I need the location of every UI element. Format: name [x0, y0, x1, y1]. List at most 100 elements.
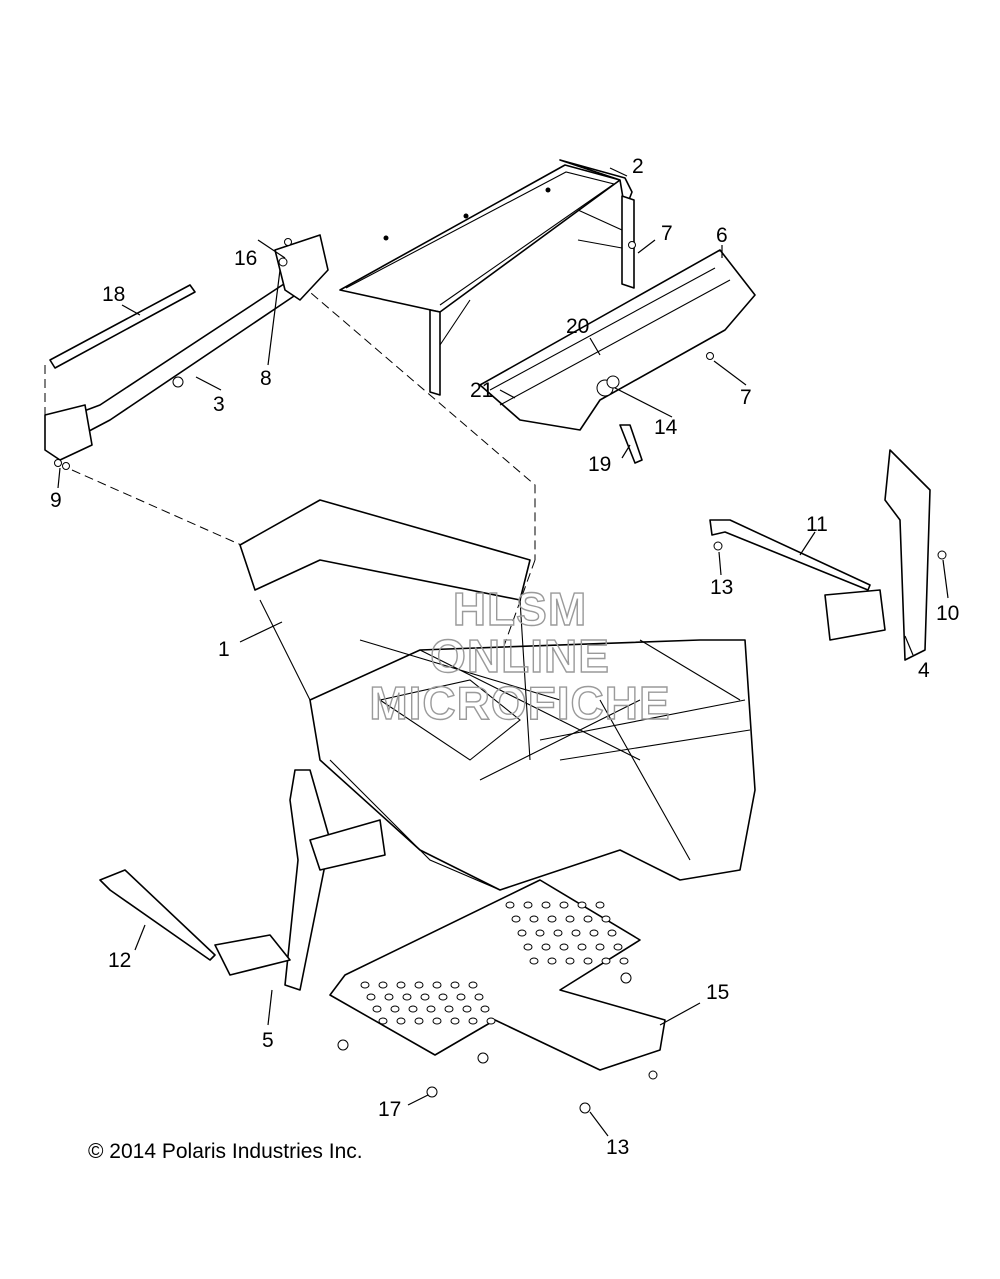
skid-plate-hole — [438, 993, 448, 1001]
skid-plate-hole — [607, 929, 617, 937]
skid-plate-hole — [468, 1017, 478, 1025]
part-left-rear-brace — [44, 234, 329, 461]
callout-5: 5 — [262, 1029, 274, 1052]
skid-plate-hole — [474, 993, 484, 1001]
skid-plate-hole — [547, 915, 557, 923]
skid-plate-hole — [480, 1005, 490, 1013]
skid-plate-hole — [462, 1005, 472, 1013]
callout-1: 1 — [218, 638, 230, 661]
watermark-line-1: HLSM — [453, 583, 587, 635]
skid-plate-hole — [619, 957, 629, 965]
callout-14: 14 — [654, 416, 678, 439]
fasteners — [54, 238, 947, 1114]
part-right-bar — [709, 519, 871, 591]
skid-plate-hole — [450, 981, 460, 989]
skid-plate-hole — [595, 901, 605, 909]
callout-12: 12 — [108, 949, 131, 972]
part-rear-cross-member — [479, 249, 756, 464]
callout-11: 11 — [806, 513, 828, 536]
skid-plate-hole — [565, 915, 575, 923]
skid-plate-hole — [426, 1005, 436, 1013]
skid-plate-hole — [523, 901, 533, 909]
skid-plate-hole — [529, 957, 539, 965]
part-rear-upper-frame — [339, 159, 635, 396]
skid-plate-hole — [595, 943, 605, 951]
callout-8: 8 — [260, 367, 272, 390]
skid-plate-hole — [444, 1005, 454, 1013]
skid-plate-hole — [559, 943, 569, 951]
skid-plate-hole — [450, 1017, 460, 1025]
callout-2: 2 — [632, 155, 644, 178]
skid-plate-hole — [372, 1005, 382, 1013]
skid-plate-hole — [547, 957, 557, 965]
watermark-line-2: ONLINE — [430, 630, 610, 682]
skid-plate-hole — [583, 957, 593, 965]
skid-plate-hole — [565, 957, 575, 965]
skid-plate-hole — [601, 915, 611, 923]
skid-plate-hole — [583, 915, 593, 923]
callout-6: 6 — [716, 224, 728, 247]
watermark-line-3: MICROFICHE — [369, 677, 670, 729]
skid-plate-hole — [396, 981, 406, 989]
callout-20: 20 — [566, 315, 589, 338]
skid-plate-hole — [541, 943, 551, 951]
callout-16: 16 — [234, 247, 257, 270]
leader-lines — [57, 167, 949, 1137]
skid-plate-hole — [571, 929, 581, 937]
skid-plate-hole — [432, 981, 442, 989]
skid-plate-hole — [601, 957, 611, 965]
callout-17: 17 — [378, 1098, 401, 1121]
skid-plate-hole — [486, 1017, 496, 1025]
skid-plate-hole — [535, 929, 545, 937]
part-left-front-arm — [214, 769, 386, 991]
skid-plate-hole — [360, 981, 370, 989]
skid-plate-hole — [559, 901, 569, 909]
skid-plate-hole — [414, 981, 424, 989]
callout-10: 10 — [936, 602, 959, 625]
skid-plate-hole — [529, 915, 539, 923]
callout-7-lower: 7 — [740, 386, 752, 409]
part-upper-bar — [49, 284, 196, 369]
skid-plate-hole — [517, 929, 527, 937]
callout-3: 3 — [213, 393, 225, 416]
skid-plate-hole — [456, 993, 466, 1001]
skid-plate-hole — [468, 981, 478, 989]
callout-labels: 1 2 3 4 5 6 7 7 8 9 10 11 12 13 13 14 15… — [50, 155, 959, 1159]
skid-plate-hole — [589, 929, 599, 937]
callout-21: 21 — [470, 379, 493, 402]
callout-15: 15 — [706, 981, 729, 1004]
skid-plate-hole — [505, 901, 515, 909]
skid-plate-hole — [613, 943, 623, 951]
skid-plate-hole — [384, 993, 394, 1001]
skid-plate-hole — [577, 901, 587, 909]
part-main-frame — [239, 499, 756, 891]
skid-plate-hole — [402, 993, 412, 1001]
skid-plate-hole — [553, 929, 563, 937]
callout-13-lower: 13 — [606, 1136, 629, 1159]
skid-plate-hole — [523, 943, 533, 951]
skid-plate-hole — [408, 1005, 418, 1013]
skid-plate-hole — [396, 1017, 406, 1025]
skid-plate-hole — [414, 1017, 424, 1025]
skid-plate-hole — [420, 993, 430, 1001]
skid-plate-hole — [366, 993, 376, 1001]
part-left-bar — [99, 869, 216, 961]
callout-7-upper: 7 — [661, 222, 673, 245]
copyright-notice: © 2014 Polaris Industries Inc. — [88, 1140, 363, 1163]
watermark: HLSM ONLINE MICROFICHE — [369, 582, 671, 729]
skid-plate-hole — [378, 1017, 388, 1025]
callout-18: 18 — [102, 283, 125, 306]
callout-19: 19 — [588, 453, 611, 476]
skid-plate-hole — [432, 1017, 442, 1025]
callout-4: 4 — [918, 659, 930, 682]
part-skid-plate — [329, 879, 666, 1071]
skid-plate-hole — [378, 981, 388, 989]
part-right-front-arm — [824, 449, 931, 661]
skid-plate-hole — [390, 1005, 400, 1013]
callout-9: 9 — [50, 489, 62, 512]
skid-plate-hole — [541, 901, 551, 909]
callout-13-upper: 13 — [710, 576, 733, 599]
skid-plate-hole — [511, 915, 521, 923]
skid-plate-hole — [577, 943, 587, 951]
